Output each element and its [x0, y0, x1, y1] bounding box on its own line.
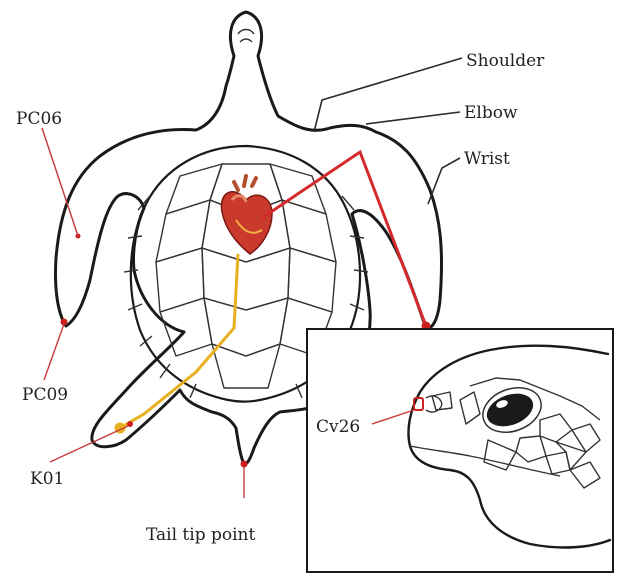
shoulder-label: Shoulder — [466, 51, 545, 71]
pc06-leader — [42, 128, 78, 236]
pc09-leader — [44, 324, 64, 380]
elbow-leader — [366, 112, 460, 124]
elbow-label: Elbow — [464, 103, 518, 123]
wrist-label: Wrist — [464, 149, 510, 169]
cv26-label: Cv26 — [316, 417, 360, 437]
tail-label: Tail tip point — [146, 525, 255, 545]
inset-frame — [307, 329, 613, 572]
red-measure-line — [262, 152, 426, 326]
k01-label: K01 — [30, 469, 64, 489]
pc06-label: PC06 — [16, 109, 62, 129]
pc09-label: PC09 — [22, 385, 68, 405]
head-inset: Cv26 — [307, 329, 613, 572]
